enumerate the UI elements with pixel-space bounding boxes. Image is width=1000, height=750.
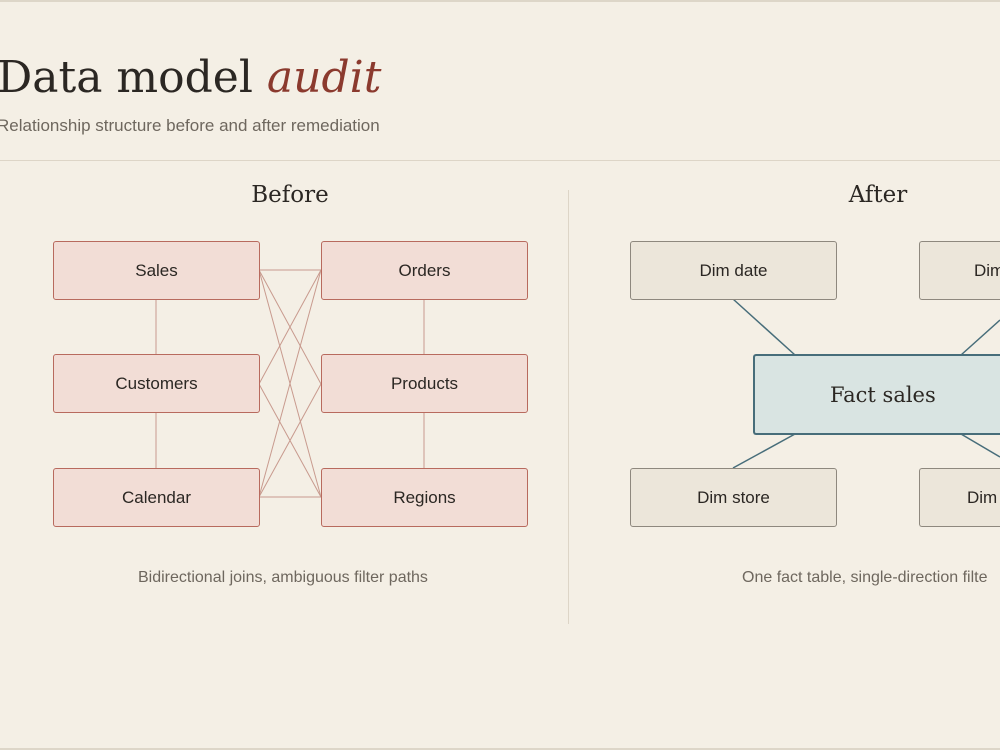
table-customers: Customers [53,354,260,413]
page-subtitle: Relationship structure before and after … [0,116,380,135]
before-heading: Before [251,182,329,208]
title-main: Data model [0,52,253,103]
link-fact-dim-bottom-right [960,433,1000,458]
table-regions: Regions [321,468,528,527]
dim-store: Dim store [630,468,837,527]
before-connectors [155,269,425,498]
header-divider [0,160,1000,161]
link-fact-dim-top-right [960,319,1000,356]
dim-top-right: Dim [919,241,1000,300]
dim-date: Dim date [630,241,837,300]
join-calendar-products [258,383,322,498]
panel-divider [568,190,569,624]
after-caption: One fact table, single-direction filte [742,569,988,586]
fact-sales: Fact sales [753,354,1000,435]
join-calendar-orders [258,269,322,498]
table-orders: Orders [321,241,528,300]
table-sales: Sales [53,241,260,300]
page-title: Data model audit [0,52,381,105]
title-accent: audit [266,52,382,103]
table-calendar: Calendar [53,468,260,527]
dim-bottom-right: Dim [919,468,1000,527]
join-customers-orders [258,269,322,385]
table-products: Products [321,354,528,413]
before-caption: Bidirectional joins, ambiguous filter pa… [138,569,428,586]
after-connectors [732,298,1000,469]
after-heading: After [848,182,908,208]
link-fact-dim-store [732,433,796,469]
link-fact-dim-date [732,298,796,356]
